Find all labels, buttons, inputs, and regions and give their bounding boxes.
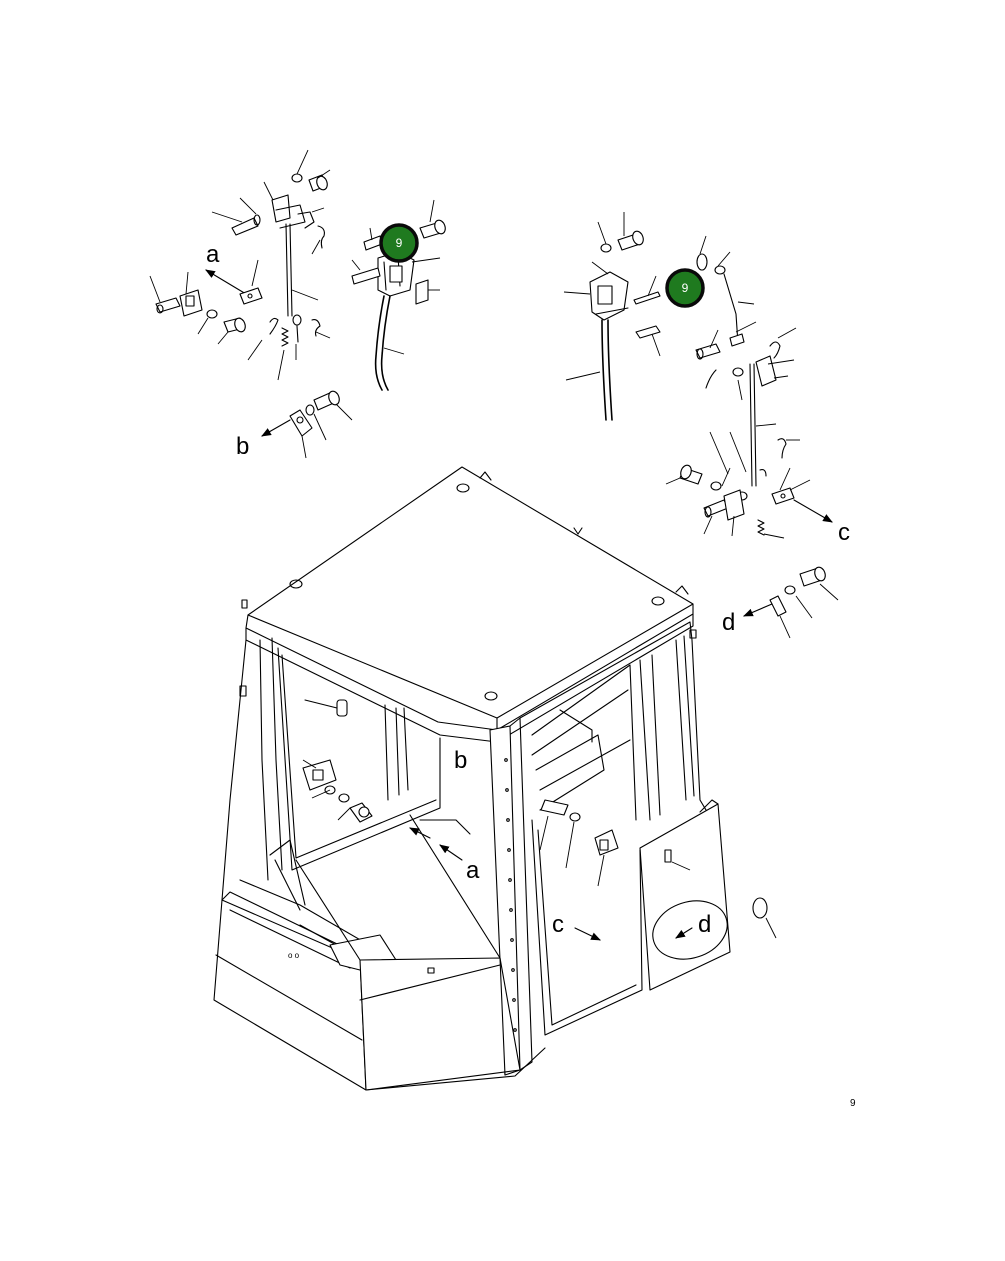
detail-d-outline — [652, 900, 728, 960]
cab-assembly: o o — [213, 466, 777, 1091]
svg-text:o o: o o — [288, 951, 300, 960]
view-label-b-cab: b — [454, 747, 467, 774]
cab-front-dash — [213, 899, 367, 1091]
cab-rear-panel — [639, 803, 731, 991]
callout-number-left: 9 — [396, 236, 403, 250]
upper-left-latch-assembly — [149, 149, 446, 459]
view-letter-labels: a b c d b a c d — [206, 241, 850, 938]
cab-roof — [247, 466, 694, 719]
view-label-c-right: c — [838, 519, 850, 546]
pillar-holes — [504, 758, 517, 1032]
detail-d-parts — [743, 566, 839, 639]
upper-right-latch-assembly — [563, 212, 833, 539]
callout-number-right: 9 — [682, 281, 689, 295]
view-label-a-cab: a — [466, 857, 480, 884]
view-label-b-top: b — [236, 433, 249, 460]
cab-floor-front — [359, 957, 521, 1091]
page-number: 9 — [850, 1098, 856, 1109]
callout-bubble-left[interactable]: 9 — [379, 223, 419, 263]
view-label-d-cab: d — [698, 911, 711, 938]
view-label-c-cab: c — [552, 911, 564, 938]
view-label-a-top: a — [206, 241, 220, 268]
view-label-d-right: d — [722, 609, 735, 636]
callout-bubble-right[interactable]: 9 — [665, 268, 705, 308]
